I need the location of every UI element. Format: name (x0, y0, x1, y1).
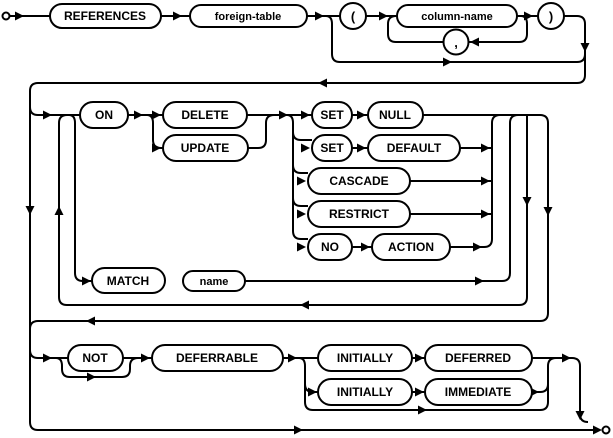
end-terminal-icon (601, 425, 611, 435)
node-deferrable: DEFERRABLE (151, 344, 284, 372)
node-set2-label: SET (320, 141, 344, 155)
node-comma-label: , (454, 35, 458, 50)
node-no-label: NO (321, 240, 339, 254)
node-not-label: NOT (82, 351, 108, 365)
node-column-name: column-name (396, 4, 518, 28)
node-deferrable-label: DEFERRABLE (176, 351, 258, 365)
node-deferred-label: DEFERRED (445, 351, 511, 365)
node-null: NULL (367, 101, 424, 129)
start-terminal-icon (1, 11, 11, 21)
node-name: name (182, 270, 246, 292)
node-restrict: RESTRICT (307, 200, 411, 228)
node-set-null-set: SET (311, 101, 353, 129)
node-initially-deferred-initially: INITIALLY (317, 344, 413, 372)
node-initially-immediate-initially: INITIALLY (317, 378, 413, 406)
node-rparen: ) (537, 2, 565, 30)
node-cascade: CASCADE (307, 167, 411, 195)
node-match: MATCH (91, 267, 166, 294)
node-set-default-set: SET (311, 134, 353, 162)
node-initially2-label: INITIALLY (337, 385, 393, 399)
node-comma: , (442, 28, 470, 56)
node-references-label: REFERENCES (64, 9, 146, 23)
node-immediate: IMMEDIATE (424, 378, 533, 406)
node-cascade-label: CASCADE (329, 174, 388, 188)
node-default: DEFAULT (367, 134, 461, 162)
node-foreign-table: foreign-table (189, 4, 308, 28)
node-delete: DELETE (162, 101, 248, 129)
node-lparen: ( (339, 2, 367, 30)
node-immediate-label: IMMEDIATE (445, 385, 511, 399)
node-foreign-table-label: foreign-table (215, 11, 282, 23)
node-not: NOT (67, 344, 124, 372)
node-no: NO (307, 233, 353, 261)
node-on: ON (79, 101, 129, 129)
node-references: REFERENCES (49, 3, 162, 29)
node-default-label: DEFAULT (387, 141, 442, 155)
node-initially1-label: INITIALLY (337, 351, 393, 365)
node-name-label: name (200, 276, 229, 288)
node-delete-label: DELETE (181, 108, 228, 122)
node-rparen-label: ) (549, 9, 553, 24)
node-lparen-label: ( (351, 9, 356, 24)
node-action: ACTION (371, 233, 451, 261)
node-on-label: ON (95, 108, 113, 122)
node-update: UPDATE (162, 134, 249, 162)
node-action-label: ACTION (388, 240, 434, 254)
node-update-label: UPDATE (181, 141, 229, 155)
node-null-label: NULL (379, 108, 411, 122)
arrowheads (15, 11, 602, 435)
node-restrict-label: RESTRICT (329, 207, 390, 221)
node-set1-label: SET (320, 108, 344, 122)
node-column-name-label: column-name (421, 11, 493, 23)
node-deferred: DEFERRED (424, 344, 533, 372)
node-match-label: MATCH (107, 274, 149, 288)
